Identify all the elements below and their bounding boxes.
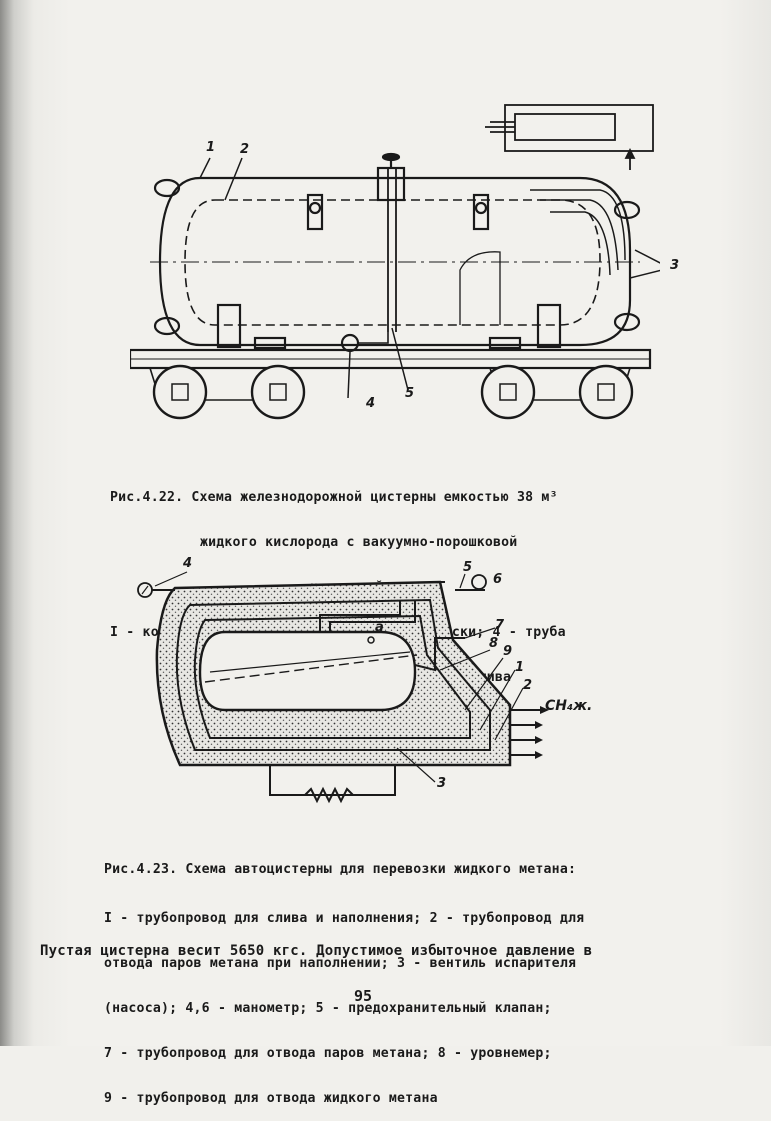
- callout-5: 5: [463, 560, 473, 575]
- callout-8: 8: [489, 636, 499, 651]
- caption-line: (насоса); 4,6 - манометр; 5 - предохрани…: [104, 1001, 552, 1016]
- caption-line: 7 - трубопровод для отвода паров метана;…: [104, 1046, 552, 1061]
- callout-9: 9: [503, 644, 513, 659]
- callout-5: 5: [405, 386, 415, 401]
- caption-line: отвода паров метана при наполнении; 3 - …: [104, 956, 577, 971]
- callout-2: 2: [523, 678, 533, 693]
- callout-7: 7: [495, 618, 505, 633]
- caption-line: 9 - трубопровод для отвода жидкого метан…: [104, 1091, 438, 1106]
- caption-line: Рис.4.22. Схема железнодорожной цистерны…: [110, 490, 558, 505]
- callout-4: 4: [183, 556, 193, 571]
- figure-rail-tank: 1 2 3 4 5: [130, 100, 679, 420]
- callout-1: 1: [206, 140, 216, 155]
- auto-tank-drawing: [137, 571, 549, 804]
- callout-4: 4: [366, 396, 376, 411]
- outlet-label: CH₄ж.: [545, 698, 593, 714]
- callout-3: 3: [670, 258, 680, 273]
- page-number: 95: [354, 987, 373, 1005]
- figure-4-23-caption: Рис.4.23. Схема автоцистерны для перевоз…: [104, 832, 584, 1121]
- callout-2: 2: [240, 142, 250, 157]
- callout-3: 3: [437, 776, 447, 791]
- caption-line: Рис.4.23. Схема автоцистерны для перевоз…: [104, 862, 577, 877]
- callout-6: 6: [493, 572, 503, 587]
- caption-line: жидкого кислорода с вакуумно-порошковой: [200, 535, 518, 550]
- body-paragraph: Пустая цистерна весит 5650 кгс. Допустим…: [40, 943, 593, 959]
- figure-auto-tank: 4 5 6 7 8 9 1 2 3 a CH₄ж.: [135, 556, 592, 820]
- caption-line: I - трубопровод для слива и наполнения; …: [104, 911, 585, 926]
- callout-1: 1: [515, 660, 525, 675]
- rail-tank-drawing: [130, 104, 660, 420]
- callout-a: a: [375, 620, 384, 635]
